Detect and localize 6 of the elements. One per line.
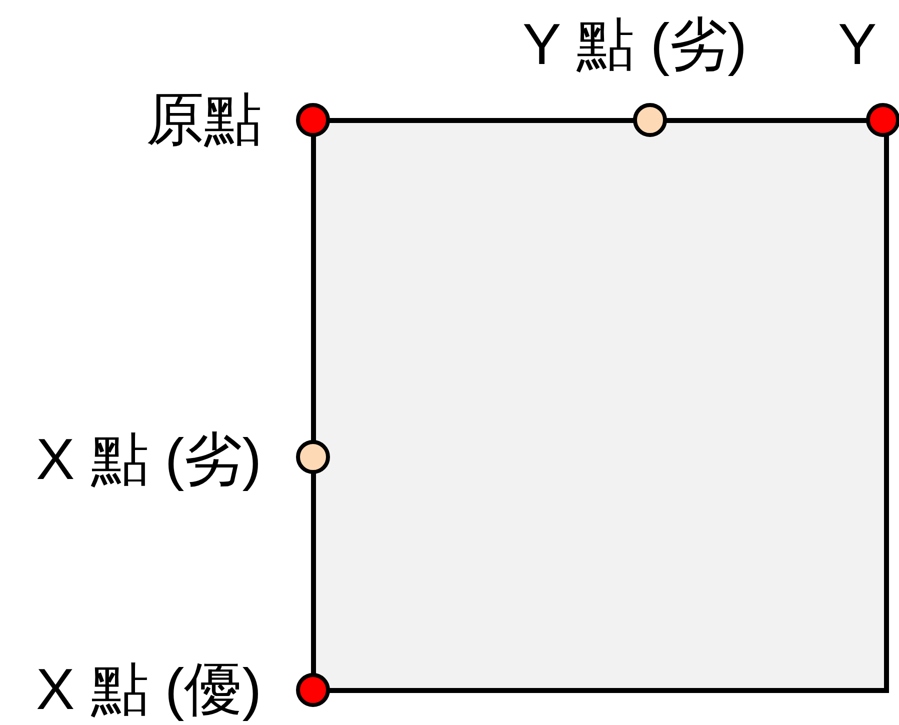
point-label: Y [838, 16, 877, 74]
point-label: Y 點 (劣) [522, 16, 747, 74]
point-label: X 點 (優) [36, 661, 262, 719]
square-area [310, 118, 888, 692]
point-label: X 點 (劣) [36, 431, 262, 489]
point-label: 原點 [146, 91, 262, 149]
